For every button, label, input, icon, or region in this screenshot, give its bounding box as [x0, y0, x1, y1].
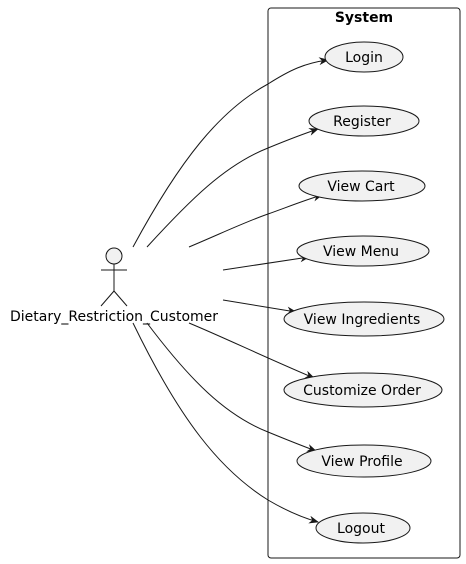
use-case-label: Logout	[337, 521, 385, 537]
use-case-view-cart: View Cart	[298, 170, 426, 202]
use-case-view-profile: View Profile	[296, 444, 432, 478]
use-case-customize-order: Customize Order	[283, 372, 443, 408]
actor: Dietary_Restriction_Customer	[10, 247, 218, 325]
use-case-view-menu: View Menu	[296, 235, 430, 267]
association-view-profile	[146, 322, 317, 452]
use-case-label: View Profile	[321, 454, 402, 470]
association-logout	[132, 322, 319, 524]
associations	[132, 57, 329, 524]
association-customize-order	[188, 322, 315, 379]
association-view-ingredients	[222, 299, 297, 315]
actor-name: Dietary_Restriction_Customer	[10, 309, 218, 325]
use-case-label: Login	[345, 50, 383, 66]
use-case-label: Customize Order	[303, 383, 421, 399]
use-case-label: View Menu	[323, 244, 399, 260]
use-case-label: Register	[333, 114, 391, 130]
association-login	[132, 57, 329, 248]
association-view-menu	[222, 254, 310, 271]
use-case-label: View Ingredients	[304, 312, 421, 328]
use-case-label: View Cart	[327, 179, 395, 195]
system-boundary: System	[267, 7, 461, 559]
use-case-logout: Logout	[315, 512, 411, 544]
use-case-view-ingredients: View Ingredients	[283, 301, 445, 337]
association-view-cart	[188, 193, 323, 248]
use-case-register: Register	[308, 105, 420, 137]
association-register	[146, 128, 319, 248]
system-title: System	[335, 10, 393, 26]
use-case-login: Login	[324, 41, 404, 73]
actor-stick-figure-icon	[100, 247, 128, 307]
